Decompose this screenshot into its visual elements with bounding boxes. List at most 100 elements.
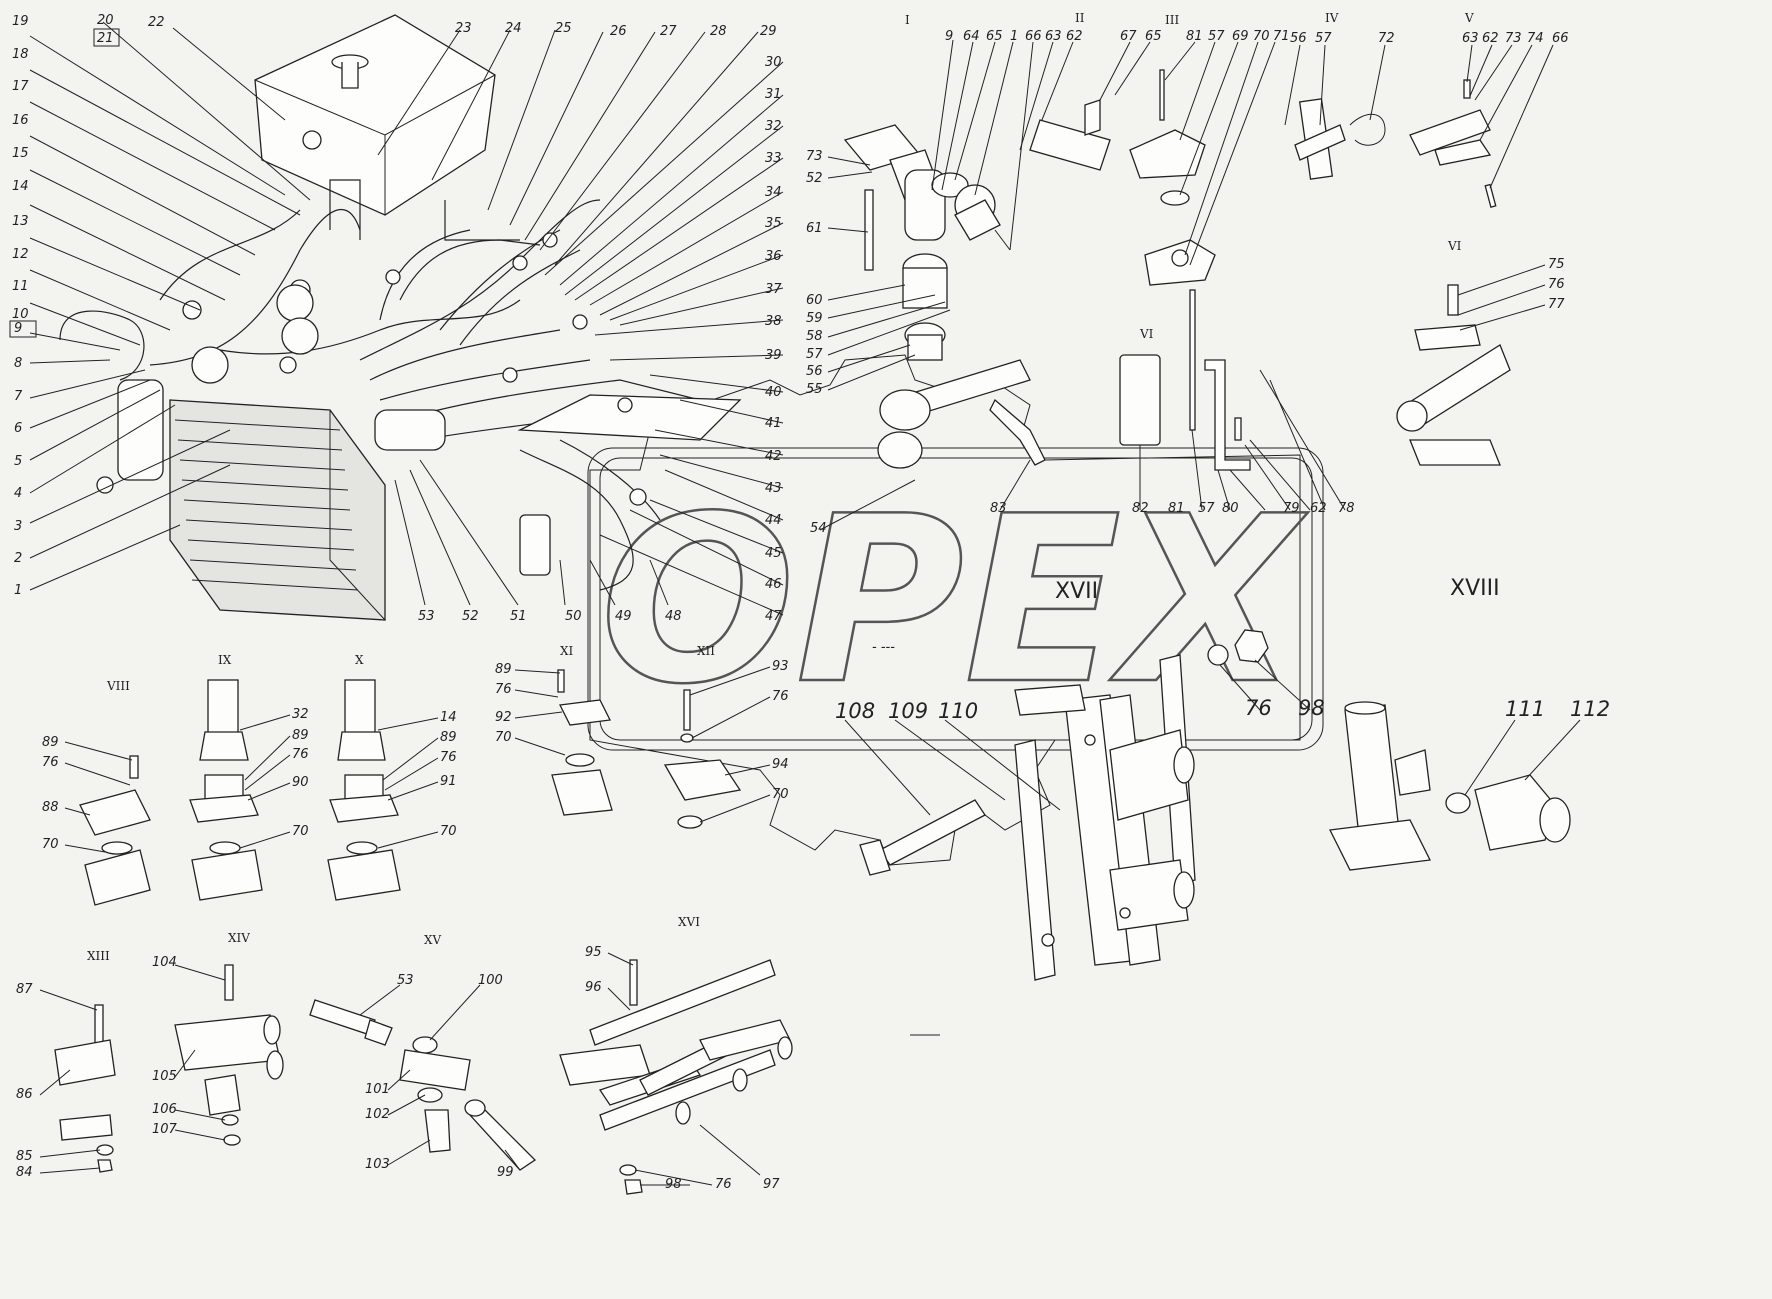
- main-assembly: [59, 14, 742, 621]
- label-VI-77: 77: [1548, 297, 1565, 312]
- label-18: 18: [12, 47, 29, 62]
- label-37: 37: [765, 282, 782, 297]
- section-V: V 63 62 73 74 66: [1409, 11, 1569, 208]
- label-V-63: 63: [1462, 31, 1479, 46]
- label-50: 50: [565, 609, 582, 624]
- label-XV-99: 99: [497, 1165, 514, 1180]
- label-7: 7: [14, 389, 23, 404]
- label-XV-103: 103: [365, 1157, 390, 1172]
- label-I-62: 62: [1066, 29, 1083, 44]
- label-III-81: 81: [1186, 29, 1203, 44]
- label-II-65: 65: [1145, 29, 1162, 44]
- section-IV: IV 56 57 72: [1284, 11, 1395, 180]
- section-X: X 14 89 76 91 70: [327, 653, 457, 901]
- label-2: 2: [14, 551, 22, 566]
- label-III-57: 57: [1208, 29, 1225, 44]
- section-label-V: V: [1464, 11, 1474, 25]
- label-XVIII-111: 111: [1505, 697, 1545, 721]
- label-30: 30: [765, 55, 782, 70]
- label-I-56: 56: [806, 364, 823, 379]
- label-VIII-70: 70: [42, 837, 59, 852]
- label-VI-78: 78: [1338, 501, 1355, 516]
- label-32: 32: [765, 119, 782, 134]
- label-29: 29: [760, 24, 777, 39]
- label-12: 12: [12, 247, 29, 262]
- section-XIII: XIII 87 86 85 84: [16, 949, 116, 1180]
- label-14: 14: [12, 179, 29, 194]
- section-label-I: I: [905, 13, 910, 27]
- label-46: 46: [765, 577, 782, 592]
- section-label-VIII: VIII: [106, 679, 130, 693]
- label-31: 31: [765, 87, 782, 102]
- label-III-69: 69: [1232, 29, 1249, 44]
- section-VI: VI 75 76 77 VI 78 79 80: [1119, 239, 1565, 516]
- label-XIV-107: 107: [152, 1122, 178, 1137]
- label-V-66: 66: [1552, 31, 1569, 46]
- label-XI-70: 70: [495, 730, 512, 745]
- label-27: 27: [660, 24, 677, 39]
- section-XIV: XIV 104 105 106 107: [152, 931, 284, 1146]
- label-XV-100: 100: [478, 973, 503, 988]
- label-V-74: 74: [1527, 31, 1544, 46]
- label-17: 17: [12, 79, 29, 94]
- label-XVI-96: 96: [585, 980, 602, 995]
- label-XIV-106: 106: [152, 1102, 177, 1117]
- label-IV-72: 72: [1378, 31, 1395, 46]
- section-label-IV: IV: [1325, 11, 1339, 25]
- label-VI-82: 82: [1132, 501, 1149, 516]
- label-XI-89: 89: [495, 662, 512, 677]
- label-44: 44: [765, 513, 782, 528]
- label-51: 51: [510, 609, 527, 624]
- section-label-IX: IX: [218, 653, 232, 667]
- label-22: 22: [148, 15, 165, 30]
- label-53: 53: [418, 609, 435, 624]
- label-XII-70: 70: [772, 787, 789, 802]
- label-XI-92: 92: [495, 710, 512, 725]
- section-label-XI: XI: [560, 644, 574, 658]
- section-label-XIV: XIV: [228, 931, 250, 945]
- label-IV-56: 56: [1290, 31, 1307, 46]
- label-X-91: 91: [440, 774, 457, 789]
- label-XVII-108: 108: [835, 699, 875, 723]
- section-XVIII: XVIII 111 112: [1329, 576, 1610, 871]
- label-XVI-76: 76: [715, 1177, 732, 1192]
- label-I-61: 61: [806, 221, 823, 236]
- label-15: 15: [12, 146, 29, 161]
- section-IX: IX 32 89 76 90 70: [189, 653, 309, 901]
- label-I-54: 54: [810, 521, 827, 536]
- label-41: 41: [765, 416, 782, 431]
- label-XII-94: 94: [772, 757, 789, 772]
- label-I-65: 65: [986, 29, 1003, 44]
- label-XI-76: 76: [495, 682, 512, 697]
- label-24: 24: [505, 21, 522, 36]
- label-48: 48: [665, 609, 682, 624]
- label-I-57: 57: [806, 347, 823, 362]
- label-VI-75: 75: [1548, 257, 1565, 272]
- watermark: OPEX: [587, 354, 1324, 866]
- label-XVII-110: 110: [938, 699, 978, 723]
- label-VI-81: 81: [1168, 501, 1185, 516]
- label-XIV-104: 104: [152, 955, 177, 970]
- label-19: 19: [12, 14, 29, 29]
- label-34: 34: [765, 185, 782, 200]
- label-52: 52: [462, 609, 479, 624]
- label-28: 28: [710, 24, 727, 39]
- label-X-70: 70: [440, 824, 457, 839]
- label-10: 10: [12, 307, 29, 322]
- label-I-52: 52: [806, 171, 823, 186]
- label-16: 16: [12, 113, 29, 128]
- label-I-63: 63: [1045, 29, 1062, 44]
- label-X-76: 76: [440, 750, 457, 765]
- label-I-9: 9: [945, 29, 953, 44]
- label-39: 39: [765, 348, 782, 363]
- label-I-66: 66: [1025, 29, 1042, 44]
- label-III-71: 71: [1273, 29, 1290, 44]
- label-V-73: 73: [1505, 31, 1522, 46]
- section-label-XVIII: XVIII: [1450, 576, 1500, 601]
- label-IX-76: 76: [292, 747, 309, 762]
- label-VI-76: 76: [1548, 277, 1565, 292]
- label-X-89: 89: [440, 730, 457, 745]
- label-I-55: 55: [806, 382, 823, 397]
- label-23: 23: [455, 21, 472, 36]
